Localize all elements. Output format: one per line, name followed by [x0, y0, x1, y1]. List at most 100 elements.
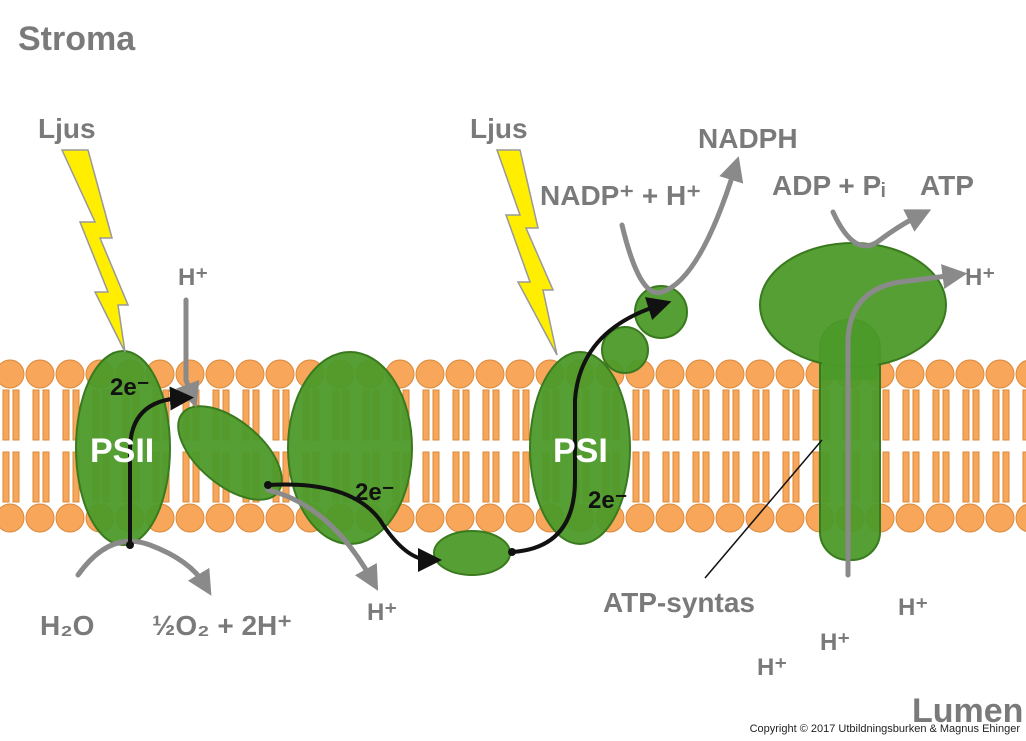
- lipid-tail: [42, 389, 50, 441]
- lipid-tail: [702, 389, 710, 441]
- lipid-head: [715, 359, 745, 389]
- lipid-tail: [942, 389, 950, 441]
- lipid-tail: [662, 451, 670, 503]
- nadp-label: NADP⁺ + H⁺: [540, 180, 701, 211]
- lipid-head: [685, 503, 715, 533]
- lipid-tail: [972, 389, 980, 441]
- lipid-head: [55, 503, 85, 533]
- lipid-head: [925, 503, 955, 533]
- lipid-head: [205, 359, 235, 389]
- lipid-tail: [702, 451, 710, 503]
- lipid-tail: [462, 389, 470, 441]
- lipid-tail: [792, 451, 800, 503]
- plastocyanin: [433, 530, 511, 576]
- lipid-tail: [522, 451, 530, 503]
- lipid-tail: [692, 389, 700, 441]
- lipid-tail: [422, 389, 430, 441]
- lipid-tail: [732, 389, 740, 441]
- lipid-tail: [452, 389, 460, 441]
- lipid-tail: [932, 389, 940, 441]
- proton-label: H⁺: [757, 654, 787, 681]
- water-label: H₂O: [40, 610, 94, 641]
- copyright-notice: Copyright © 2017 Utbildningsburken & Mag…: [749, 723, 1020, 735]
- lipid-head: [895, 359, 925, 389]
- atp-synthase-pointer: [704, 439, 823, 579]
- lipid-tail: [672, 389, 680, 441]
- lipid-tail: [482, 451, 490, 503]
- lipid-tail: [2, 389, 10, 441]
- light-label: Ljus: [38, 113, 96, 144]
- lipid-tail: [992, 451, 1000, 503]
- lipid-tail: [752, 389, 760, 441]
- atp-synthase-label: ATP-syntas: [603, 587, 755, 618]
- lipid-tail: [902, 451, 910, 503]
- lipid-tail: [632, 389, 640, 441]
- lipid-head: [775, 503, 805, 533]
- lipid-tail: [732, 451, 740, 503]
- lipid-head: [1015, 360, 1026, 388]
- lipid-tail: [942, 451, 950, 503]
- lipid-head: [415, 359, 445, 389]
- lipid-head: [205, 503, 235, 533]
- lipid-tail: [462, 451, 470, 503]
- lipid-tail: [282, 389, 290, 441]
- cytochrome-complex: [287, 351, 413, 545]
- lipid-head: [475, 503, 505, 533]
- lipid-tail: [492, 451, 500, 503]
- lipid-tail: [32, 389, 40, 441]
- lipid-tail: [782, 451, 790, 503]
- lipid-tail: [482, 389, 490, 441]
- lipid-tail: [422, 451, 430, 503]
- lightning-icon: [60, 149, 130, 353]
- lipid-head: [685, 359, 715, 389]
- lipid-tail: [882, 389, 890, 441]
- lipid-head: [265, 359, 295, 389]
- lipid-head: [625, 503, 655, 533]
- lipid-head: [895, 503, 925, 533]
- lipid-tail: [882, 451, 890, 503]
- psii-label: PSII: [90, 432, 154, 470]
- lightning-icon: [495, 149, 558, 356]
- lipid-head: [235, 359, 265, 389]
- lipid-tail: [12, 389, 20, 441]
- lipid-head: [0, 503, 25, 533]
- electrons-label: 2e⁻: [588, 487, 627, 514]
- lipid-head: [955, 503, 985, 533]
- lipid-tail: [782, 389, 790, 441]
- lipid-head: [955, 359, 985, 389]
- light-label: Ljus: [470, 113, 528, 144]
- lipid-tail: [762, 389, 770, 441]
- lipid-head: [25, 503, 55, 533]
- lipid-head: [475, 359, 505, 389]
- lipid-tail: [1022, 389, 1026, 441]
- lipid-tail: [962, 389, 970, 441]
- lumen-label: Lumen: [912, 692, 1023, 730]
- lipid-tail: [1022, 451, 1026, 503]
- lipid-tail: [32, 451, 40, 503]
- lipid-head: [655, 359, 685, 389]
- proton-label: H⁺: [820, 629, 850, 656]
- lipid-head: [505, 503, 535, 533]
- water-products-label: ½O₂ + 2H⁺: [152, 610, 292, 641]
- lipid-head: [715, 503, 745, 533]
- proton-label: H⁺: [898, 594, 928, 621]
- lipid-tail: [762, 451, 770, 503]
- lipid-tail: [282, 451, 290, 503]
- lipid-head: [655, 503, 685, 533]
- lipid-tail: [662, 389, 670, 441]
- lipid-head: [745, 359, 775, 389]
- lipid-tail: [722, 451, 730, 503]
- lipid-head: [0, 359, 25, 389]
- lipid-head: [775, 359, 805, 389]
- lipid-tail: [692, 451, 700, 503]
- lipid-head: [505, 359, 535, 389]
- stroma-label: Stroma: [18, 20, 136, 58]
- lipid-tail: [972, 451, 980, 503]
- lipid-tail: [632, 451, 640, 503]
- nadph-label: NADPH: [698, 123, 798, 154]
- lipid-tail: [992, 389, 1000, 441]
- lipid-head: [235, 503, 265, 533]
- lipid-tail: [2, 451, 10, 503]
